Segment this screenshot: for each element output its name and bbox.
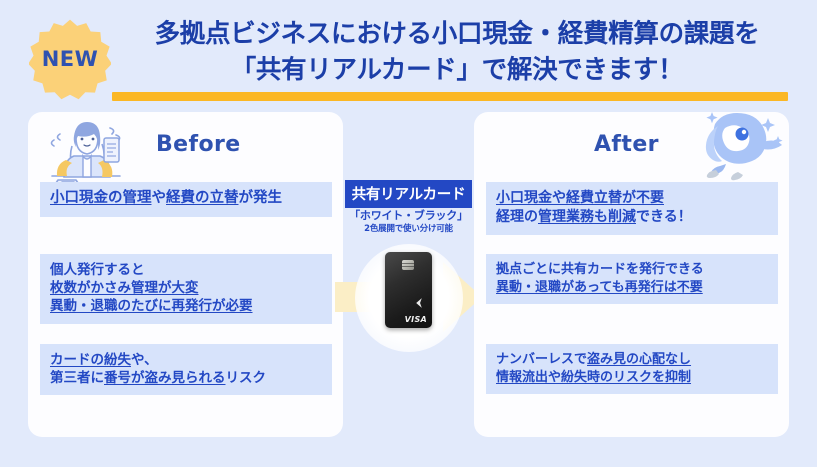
after-panel: After 小口現金や経費立替が不要 経理の管理業 bbox=[474, 112, 789, 437]
slide-header: NEW 多拠点ビジネスにおける小口現金・経費精算の課題を 「共有リアルカード」で… bbox=[0, 0, 817, 110]
before-row-3: カードの紛失や、 第三者に番号が盗み見られるリスク bbox=[40, 344, 332, 396]
after-row-1-seg-4: できる！ bbox=[636, 208, 692, 225]
headline-line-1: 多拠点ビジネスにおける小口現金・経費精算の課題を bbox=[154, 19, 760, 49]
before-row-1-seg-4: が発生 bbox=[238, 190, 283, 206]
before-row-1-seg-3: 経費の立替 bbox=[166, 190, 239, 206]
before-row-2-seg-2: 枚数がかさみ管理が大変 bbox=[50, 280, 199, 297]
shared-real-card-badge: 共有リアルカード bbox=[345, 180, 472, 208]
card-chip-icon bbox=[402, 260, 414, 270]
before-row-2-seg-1: 個人発行すると bbox=[50, 262, 145, 278]
after-row-3-seg-3: 情報流出や紛失時のリスクを抑制 bbox=[496, 369, 692, 385]
center-column: 共有リアルカード 「ホワイト・ブラック」 2色展開で使い分け可能 VISA bbox=[335, 112, 482, 437]
card-brand-mark-icon bbox=[416, 298, 422, 308]
after-row-1: 小口現金や経費立替が不要 経理の管理業務も削減できる！ bbox=[486, 182, 778, 235]
headline-line-2: 「共有リアルカード」で解決できます！ bbox=[230, 55, 684, 86]
after-panel-title: After bbox=[594, 132, 659, 157]
before-row-3-seg-1: カードの紛失 bbox=[50, 352, 131, 368]
headline: 多拠点ビジネスにおける小口現金・経費精算の課題を 「共有リアルカード」で解決でき… bbox=[112, 16, 802, 88]
after-row-2: 拠点ごとに共有カードを発行できる 異動・退職があっても再発行は不要 bbox=[486, 254, 778, 305]
before-row-3-seg-3: 第三者に bbox=[50, 370, 104, 387]
after-row-1-seg-1: 小口現金や経費立替が不要 bbox=[496, 190, 664, 206]
before-row-1-seg-1: 小口現金の管理 bbox=[50, 190, 152, 206]
black-credit-card: VISA bbox=[385, 252, 432, 328]
after-row-1-seg-2: 経理の bbox=[496, 208, 538, 225]
card-color-subtitle: 「ホワイト・ブラック」 bbox=[349, 209, 468, 222]
before-row-3-seg-2: や、 bbox=[131, 352, 158, 368]
after-row-2-seg-1: 拠点ごとに共有カードを発行できる bbox=[496, 262, 704, 277]
before-panel: Before 小口現金の管理や経費の立替が発生 個人発行すると 枚数がかさみ管理… bbox=[28, 112, 343, 437]
before-row-3-seg-5: リスク bbox=[225, 370, 267, 387]
card-color-note: 2色展開で使い分け可能 bbox=[364, 224, 453, 234]
blue-bird-mascot-icon bbox=[692, 106, 784, 186]
new-badge-label: NEW bbox=[41, 47, 99, 71]
worried-worker-icon bbox=[36, 116, 136, 190]
after-row-2-seg-2: 異動・退職があっても再発行は不要 bbox=[496, 279, 703, 295]
visa-logo: VISA bbox=[404, 315, 427, 324]
after-row-3-seg-1: ナンバーレスで bbox=[496, 352, 588, 367]
before-row-2: 個人発行すると 枚数がかさみ管理が大変 異動・退職のたびに再発行が必要 bbox=[40, 254, 332, 324]
after-row-1-seg-3: 管理業務も削減 bbox=[538, 208, 636, 225]
new-badge: NEW bbox=[29, 18, 111, 100]
after-row-3-seg-2: 盗み見の心配なし bbox=[587, 352, 692, 367]
starburst-badge-icon bbox=[29, 19, 111, 100]
before-row-2-seg-3: 異動・退職のたびに再発行が必要 bbox=[50, 298, 253, 315]
headline-underline-bar bbox=[112, 92, 788, 101]
after-row-3: ナンバーレスで盗み見の心配なし 情報流出や紛失時のリスクを抑制 bbox=[486, 344, 778, 395]
before-row-1: 小口現金の管理や経費の立替が発生 bbox=[40, 182, 332, 217]
before-row-3-seg-4: 番号が盗み見られる bbox=[104, 370, 226, 387]
before-panel-title: Before bbox=[156, 132, 241, 157]
before-row-1-seg-2: や bbox=[151, 190, 167, 206]
